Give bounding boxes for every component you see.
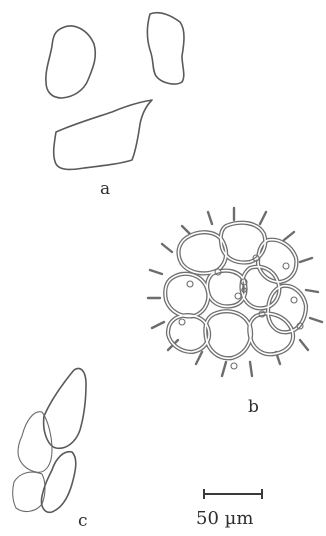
panel-b-cells-highlight	[165, 223, 306, 359]
panel-b: b	[148, 208, 322, 417]
projection	[162, 244, 172, 252]
scale-bar: 50 µm	[196, 489, 262, 529]
panel-a-cell-3	[54, 100, 152, 169]
panel-a-label: a	[100, 179, 110, 199]
pit-mark	[179, 319, 185, 325]
projection	[196, 352, 202, 364]
panel-c-cell-3	[13, 472, 45, 511]
panel-a-cell-1	[46, 26, 95, 98]
pit-mark	[291, 297, 297, 303]
projection	[300, 340, 308, 350]
projection	[310, 318, 322, 322]
pit-mark	[283, 263, 289, 269]
panel-b-cell-wall-lumen	[205, 311, 251, 358]
panel-b-label: b	[248, 397, 259, 417]
projection	[152, 322, 164, 328]
projection	[300, 258, 312, 262]
pit-mark	[187, 281, 193, 287]
projection	[222, 362, 226, 376]
panel-b-spokes	[148, 208, 322, 376]
projection	[150, 270, 162, 274]
projection	[182, 226, 190, 234]
projection	[284, 232, 294, 240]
scale-bar-label: 50 µm	[196, 508, 253, 529]
panel-a: a	[46, 13, 184, 199]
panel-c-cell-1	[44, 369, 86, 449]
panel-c-cell-2	[18, 412, 52, 473]
panel-a-cell-2	[147, 13, 184, 84]
panel-c-label: c	[78, 511, 88, 531]
projection	[260, 212, 266, 224]
panel-c: c	[13, 369, 88, 531]
pit-mark	[231, 363, 237, 369]
panel-c-cell-4	[41, 452, 75, 513]
projection	[208, 212, 212, 224]
pit-mark	[235, 293, 241, 299]
projection	[306, 290, 318, 292]
projection	[250, 362, 252, 376]
